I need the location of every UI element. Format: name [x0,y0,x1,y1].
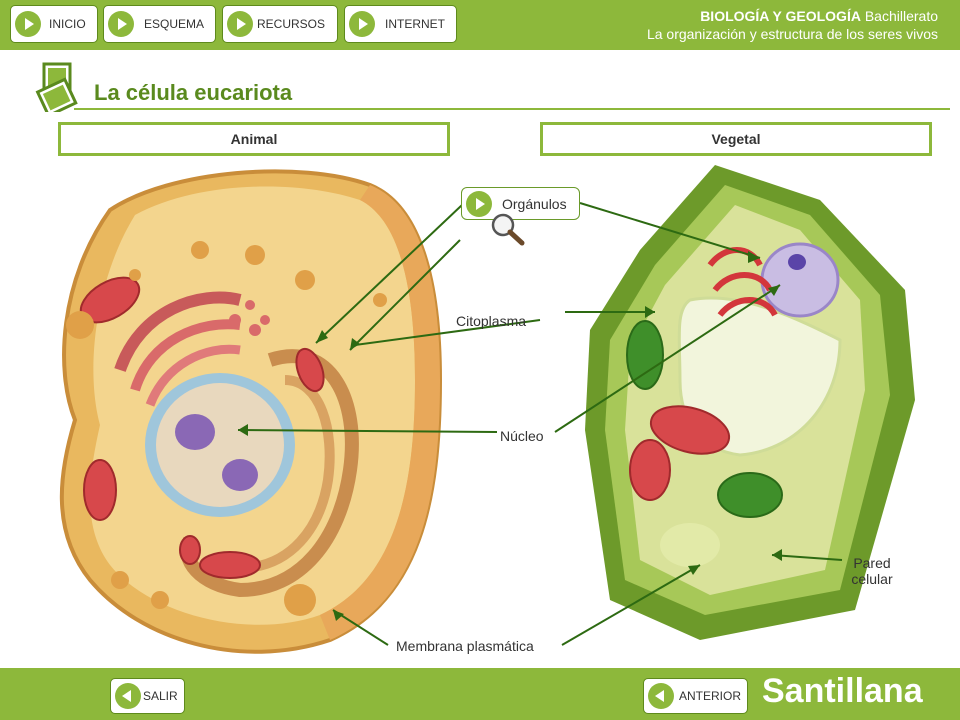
title-squares-icon [35,62,78,112]
label-nucleo: Núcleo [500,428,544,444]
nav-recursos-button[interactable]: RECURSOS [222,5,338,43]
magnifier-icon[interactable] [490,213,526,247]
anterior-label: ANTERIOR [679,689,742,703]
subject-text: BIOLOGÍA Y GEOLOGÍA [700,8,861,24]
tab-animal[interactable]: Animal [58,122,450,156]
title-underline [74,108,950,110]
salir-label: SALIR [143,689,178,703]
nav-inicio-label: INICIO [49,17,86,31]
label-pared-line1: Pared [853,555,891,571]
leader-lines [237,202,843,646]
anterior-button[interactable]: ANTERIOR [643,678,748,714]
organulos-label: Orgánulos [502,196,567,212]
plant-cell-image [585,165,915,640]
organulos-button[interactable]: Orgánulos [461,187,580,220]
back-icon [648,683,674,709]
play-icon [108,11,134,37]
label-membrana: Membrana plasmática [396,638,534,654]
nav-esquema-button[interactable]: ESQUEMA [103,5,216,43]
nav-internet-button[interactable]: INTERNET [344,5,457,43]
level-text: Bachillerato [864,8,938,24]
leader-arrowheads [238,251,782,621]
animal-cell-image [59,169,443,654]
play-icon [227,11,253,37]
santillana-logo: Santillana [762,672,923,710]
salir-button[interactable]: SALIR [110,678,185,714]
play-icon [15,11,41,37]
tab-vegetal[interactable]: Vegetal [540,122,932,156]
nav-esquema-label: ESQUEMA [144,17,205,31]
subtitle-text: La organización y estructura de los sere… [646,26,938,42]
label-pared-celular: Pared celular [850,555,894,587]
header-brand: BIOLOGÍA Y GEOLOGÍA Bachillerato La orga… [647,7,938,43]
nav-recursos-label: RECURSOS [257,17,326,31]
label-pared-line2: celular [851,571,893,587]
play-icon [466,191,492,217]
cell-illustrations [59,165,915,654]
nav-internet-label: INTERNET [385,17,445,31]
nav-inicio-button[interactable]: INICIO [10,5,98,43]
label-citoplasma: Citoplasma [456,313,527,329]
back-icon [115,683,141,709]
page-title: La célula eucariota [94,80,293,105]
play-icon [349,11,375,37]
